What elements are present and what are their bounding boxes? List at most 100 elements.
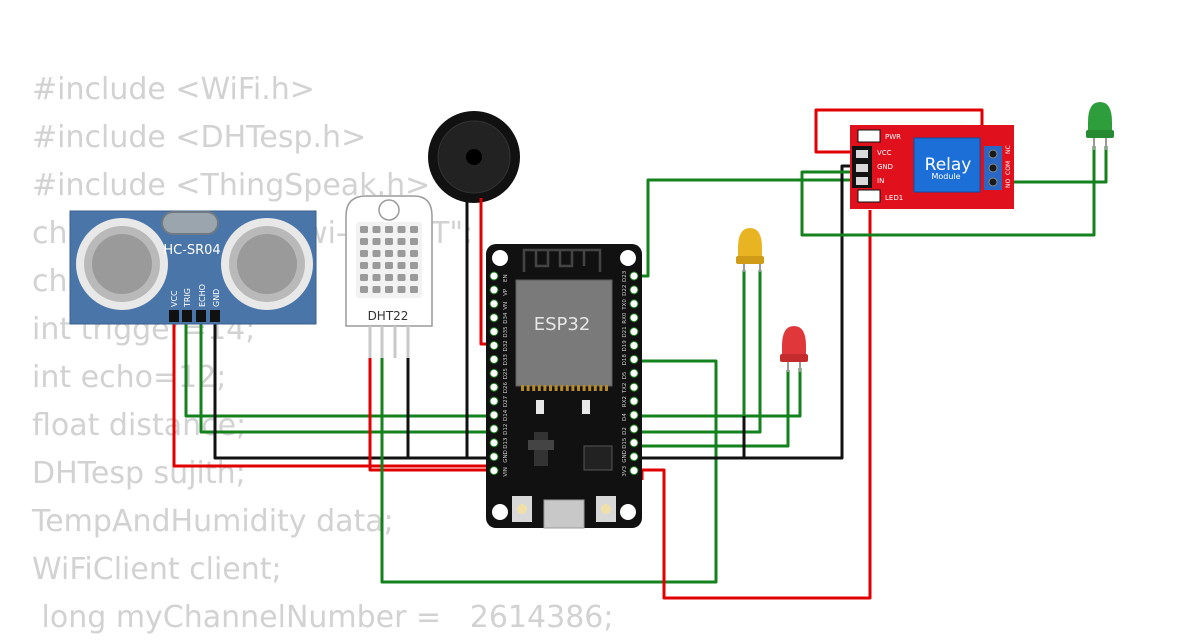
esp32-pin-right-d19[interactable] — [629, 341, 639, 350]
code-line: #include <WiFi.h> — [32, 72, 315, 107]
esp32-module-pad — [554, 385, 558, 391]
dht22-vent-hole — [372, 274, 381, 281]
wire-relay-loop — [814, 108, 984, 154]
dht22-vent-hole — [385, 262, 393, 269]
dht22-vent-hole — [360, 250, 368, 257]
esp32-pin-label: RX2 — [622, 396, 628, 407]
esp32-module-pad — [537, 385, 541, 391]
esp32-usb-port — [543, 499, 585, 529]
esp32-pin-label: GND — [503, 450, 509, 463]
relay-pin-in: IN — [877, 177, 884, 185]
dht22-vent-hole — [410, 286, 418, 293]
esp32-pin-label: D32 — [503, 340, 509, 351]
esp32-pin-label: D2 — [622, 427, 628, 435]
dht22-vent-hole — [410, 238, 418, 245]
esp32-pin-left-vn[interactable] — [489, 299, 499, 309]
esp32-pin-right-d23[interactable] — [629, 271, 639, 281]
relay-block — [913, 137, 981, 193]
esp32-pin-right-d22[interactable] — [629, 285, 639, 295]
esp32-board[interactable]: ESP32 ENVPVND34D35D32D33D25D26D27D14D12D… — [486, 244, 642, 529]
esp32-pin-label: D15 — [622, 437, 628, 449]
relay-module[interactable]: Relay Module PWR LED1 VCC GND IN NO COM … — [850, 125, 1014, 209]
dht22-vent-hole — [360, 274, 368, 281]
esp32-pin-left-d32[interactable] — [489, 341, 499, 350]
esp32-pin-label: D5 — [622, 371, 628, 379]
dht22-vent-hole — [410, 274, 418, 281]
dht22-vent-hole — [372, 286, 381, 293]
relay-sublabel: Module — [931, 172, 960, 181]
ultrasonic-sensor[interactable]: HC-SR04 VCC TRIG ECHO GND — [69, 210, 317, 325]
esp32-pin-right-d5[interactable] — [629, 368, 639, 378]
wire-red-led — [640, 368, 802, 418]
relay-led1-label: LED1 — [885, 194, 903, 202]
esp32-pin-left-d26[interactable] — [489, 382, 499, 392]
esp32-pin-right-tx2[interactable] — [629, 382, 639, 392]
esp32-pin-label: TX2 — [622, 383, 628, 395]
esp32-pin-left-vp[interactable] — [489, 285, 499, 295]
led-red[interactable] — [780, 326, 808, 372]
esp32-module-pad — [571, 385, 575, 391]
wire-relay-gnd — [634, 164, 868, 460]
led-yellow[interactable] — [736, 228, 764, 272]
esp32-pin-right-d18[interactable] — [629, 354, 639, 364]
esp32-pin-left-d12[interactable] — [489, 424, 499, 434]
dht22-vent-hole — [397, 274, 406, 281]
dht22-sensor[interactable]: DHT22 — [345, 195, 433, 358]
led-green[interactable] — [1086, 102, 1114, 150]
esp32-pin-label: RX0 — [622, 312, 628, 324]
ultrasonic-pin-vcc: VCC — [170, 290, 179, 307]
esp32-pin-label: VP — [503, 288, 509, 296]
esp32-pin-right-3v3[interactable] — [629, 466, 639, 476]
esp32-pin-left-d35[interactable] — [489, 327, 499, 337]
esp32-pin-right-d15[interactable] — [629, 438, 639, 448]
wire-red-led-2 — [634, 370, 790, 448]
esp32-pin-left-d14[interactable] — [489, 410, 499, 420]
ultrasonic-transducer-left — [76, 218, 168, 310]
ultrasonic-pin-gnd: GND — [212, 289, 221, 307]
esp32-pin-label: D22 — [622, 285, 628, 296]
esp32-button-en[interactable] — [512, 496, 532, 522]
esp32-pin-label: D26 — [503, 381, 509, 393]
wire-relay-com — [800, 146, 1096, 237]
esp32-pin-left-d13[interactable] — [489, 438, 499, 448]
esp32-module-pad — [593, 385, 597, 391]
esp32-pin-right-rx2[interactable] — [629, 396, 639, 406]
dht22-vent-hole — [372, 262, 381, 269]
esp32-pin-left-d33[interactable] — [489, 354, 499, 364]
esp32-module-pad — [543, 385, 547, 391]
esp32-pin-right-gnd[interactable] — [629, 452, 639, 462]
esp32-pin-right-d2[interactable] — [629, 424, 639, 434]
ultrasonic-label: HC-SR04 — [163, 243, 220, 258]
relay-label: Relay — [925, 155, 972, 175]
esp32-pin-label: D27 — [503, 395, 509, 407]
esp32-module-pad — [577, 385, 580, 391]
esp32-pin-label: D14 — [503, 409, 509, 421]
wire-relay-led — [1006, 146, 1108, 184]
dht22-vent-hole — [397, 238, 406, 245]
esp32-pin-left-d25[interactable] — [489, 368, 499, 378]
esp32-pin-left-d34[interactable] — [489, 313, 499, 323]
dht22-label: DHT22 — [368, 309, 409, 323]
relay-pin-vcc: VCC — [877, 149, 892, 157]
esp32-button-boot[interactable] — [596, 496, 616, 522]
esp32-pin-left-vin[interactable] — [489, 466, 499, 476]
dht22-vent-hole — [385, 250, 393, 257]
dht22-vent-hole — [360, 262, 368, 269]
esp32-pin-right-tx0[interactable] — [629, 299, 639, 309]
dht22-vent-hole — [360, 238, 368, 245]
esp32-pin-label: D25 — [503, 368, 509, 380]
esp32-pin-left-d27[interactable] — [489, 396, 499, 406]
esp32-pin-right-d21[interactable] — [629, 327, 639, 337]
ultrasonic-pin-trig: TRIG — [183, 288, 192, 308]
esp32-pin-label: VIN — [503, 467, 509, 477]
esp32-pin-left-en[interactable] — [489, 271, 499, 281]
esp32-module-pad — [605, 385, 608, 391]
dht22-vent-hole — [372, 238, 381, 245]
esp32-pin-left-gnd[interactable] — [489, 452, 499, 462]
esp32-pin-label: D12 — [503, 424, 509, 435]
esp32-pin-right-rx0[interactable] — [629, 313, 639, 323]
buzzer[interactable] — [428, 111, 520, 215]
esp32-module-pad — [582, 385, 586, 391]
esp32-pin-right-d4[interactable] — [629, 410, 639, 420]
